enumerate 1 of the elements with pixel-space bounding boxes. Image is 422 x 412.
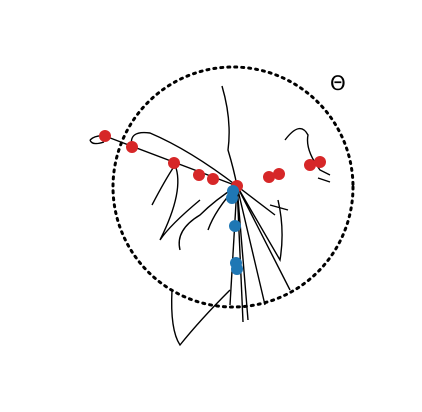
symbol-label: Θ (330, 73, 346, 93)
